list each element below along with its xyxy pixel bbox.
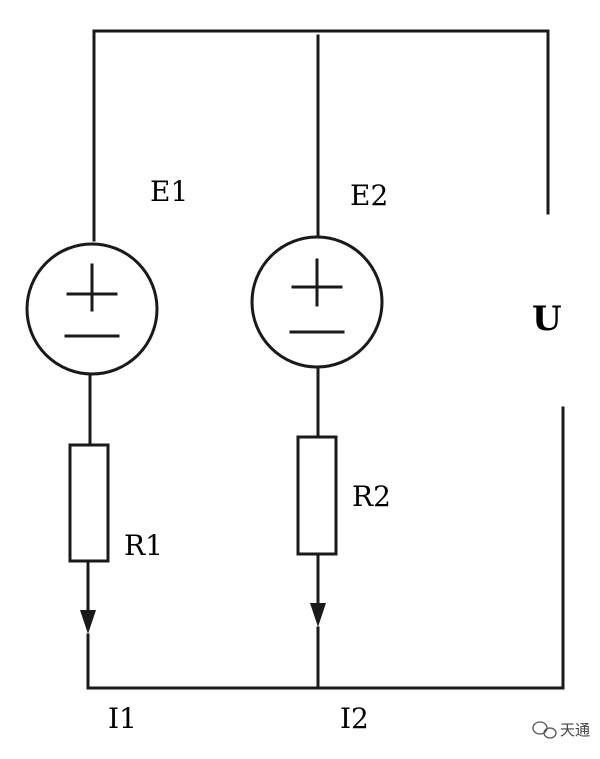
chat-bubble-icon [532, 721, 557, 739]
voltage-source-e1 [25, 242, 159, 376]
watermark: 天通 [532, 721, 590, 739]
label-e1: E1 [150, 175, 188, 208]
label-r1: R1 [124, 529, 163, 562]
label-i2: I2 [340, 702, 369, 735]
label-e2: E2 [350, 179, 388, 212]
label-u: U [532, 299, 562, 339]
resistor-r1 [68, 443, 110, 563]
watermark-text: 天通 [560, 721, 590, 739]
current-arrow-i1 [80, 610, 96, 634]
label-r2: R2 [352, 480, 391, 513]
current-arrow-i2 [310, 603, 326, 627]
resistor-r2 [296, 435, 338, 556]
label-i1: I1 [108, 702, 137, 735]
